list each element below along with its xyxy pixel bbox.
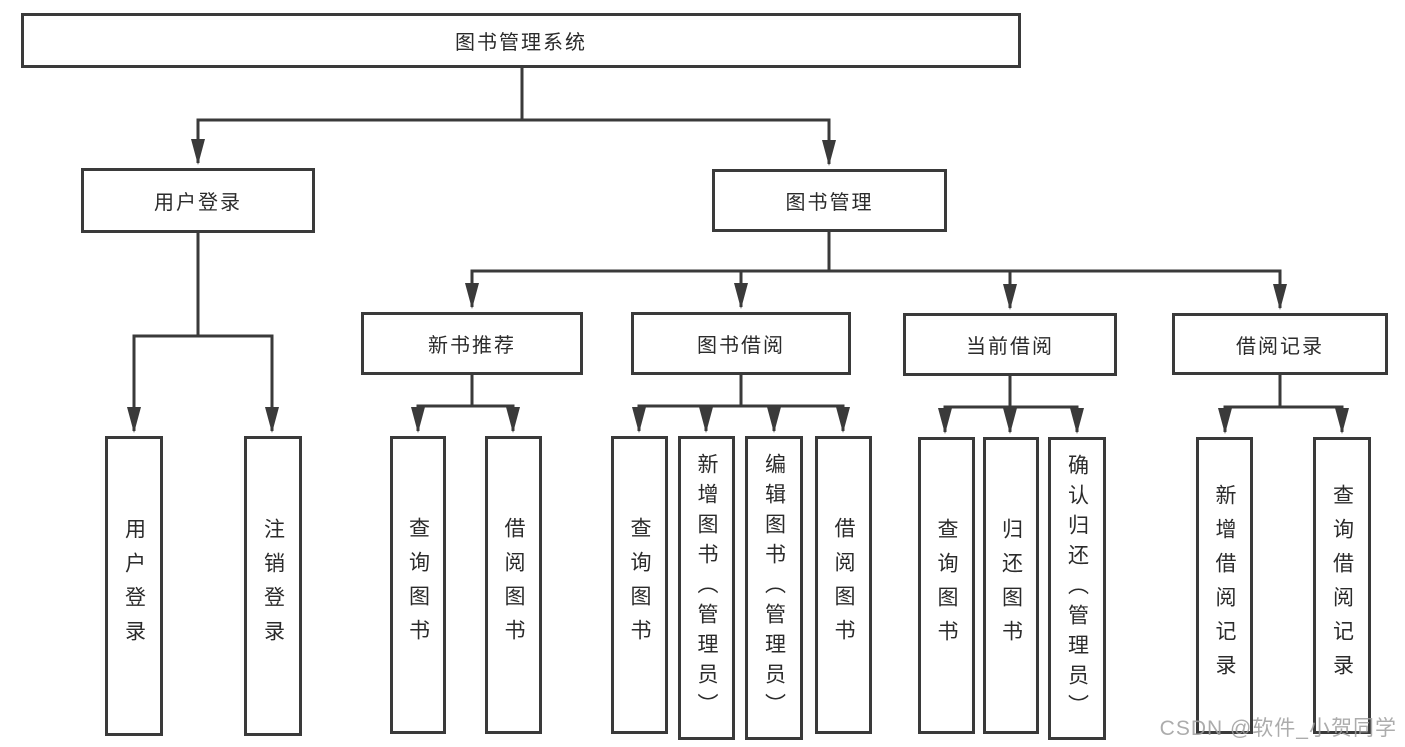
leaf-current-return-label: 归还图书	[999, 517, 1023, 654]
leaf-newbook-borrow-label: 借阅图书	[502, 517, 525, 653]
leaf-record-add-label: 新增借阅记录	[1213, 483, 1236, 688]
leaf-borrow-edit-admin-label: 编辑图书（管理员）	[762, 453, 786, 723]
leaf-current-search: 查询图书	[918, 437, 975, 734]
node-new-book-recommend: 新书推荐	[361, 312, 583, 375]
csdn-watermark: CSDN @软件_小贺同学	[1159, 717, 1397, 740]
node-user-login-label: 用户登录	[154, 192, 242, 214]
node-book-borrow: 图书借阅	[631, 312, 851, 375]
leaf-user-login-label: 用户登录	[122, 518, 146, 654]
leaf-record-add: 新增借阅记录	[1196, 437, 1253, 734]
leaf-borrow-search: 查询图书	[611, 436, 668, 734]
leaf-borrow-search-label: 查询图书	[628, 517, 651, 653]
node-current-borrow: 当前借阅	[903, 313, 1117, 376]
leaf-current-confirm-admin: 确认归还（管理员）	[1048, 437, 1106, 740]
node-borrow-records: 借阅记录	[1172, 313, 1388, 375]
leaf-borrow-book-label: 借阅图书	[832, 517, 855, 653]
node-book-management-label: 图书管理	[785, 192, 874, 214]
node-borrow-records-label: 借阅记录	[1236, 335, 1324, 358]
node-new-book-recommend-label: 新书推荐	[428, 335, 516, 357]
leaf-borrow-book: 借阅图书	[815, 436, 872, 734]
leaf-borrow-add-admin: 新增图书（管理员）	[678, 436, 735, 740]
node-book-management: 图书管理	[712, 169, 947, 232]
leaf-logout-label: 注销登录	[261, 518, 285, 654]
node-book-borrow-label: 图书借阅	[697, 335, 785, 357]
leaf-borrow-edit-admin: 编辑图书（管理员）	[745, 436, 803, 740]
leaf-newbook-search: 查询图书	[390, 436, 446, 734]
leaf-logout: 注销登录	[244, 436, 302, 736]
leaf-borrow-add-admin-label: 新增图书（管理员）	[695, 453, 718, 723]
leaf-newbook-search-label: 查询图书	[406, 517, 430, 653]
leaf-record-search: 查询借阅记录	[1313, 437, 1371, 734]
leaf-current-return: 归还图书	[983, 437, 1039, 734]
node-user-login: 用户登录	[81, 168, 315, 233]
leaf-current-search-label: 查询图书	[935, 517, 958, 654]
leaf-record-search-label: 查询借阅记录	[1330, 483, 1354, 688]
leaf-user-login: 用户登录	[105, 436, 163, 736]
leaf-current-confirm-admin-label: 确认归还（管理员）	[1065, 453, 1089, 724]
leaf-newbook-borrow: 借阅图书	[485, 436, 542, 734]
node-library-system-label: 图书管理系统	[455, 32, 587, 54]
node-current-borrow-label: 当前借阅	[966, 336, 1054, 358]
node-library-system: 图书管理系统	[21, 13, 1021, 68]
